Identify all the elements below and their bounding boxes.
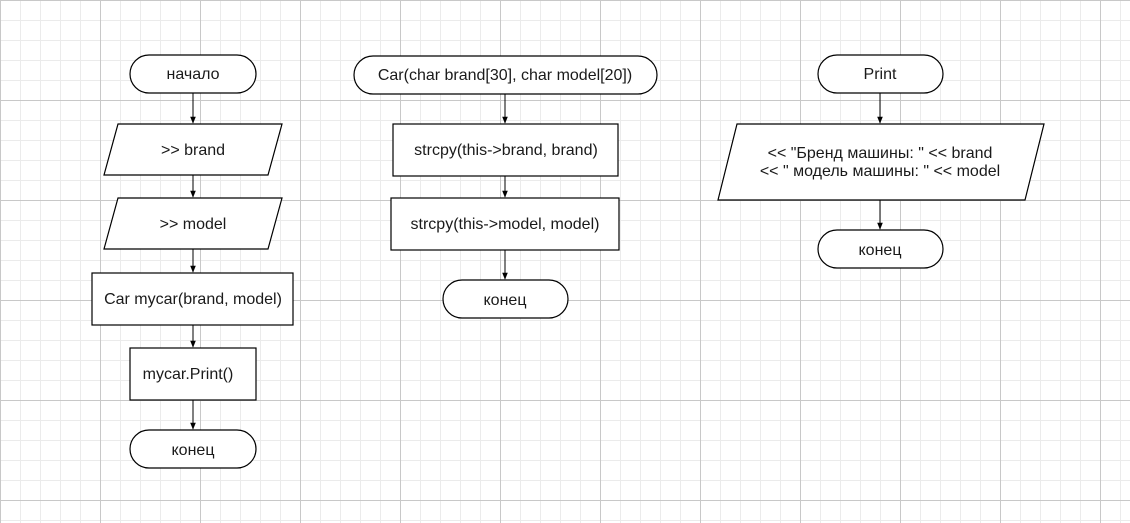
print-end-label: конец — [859, 242, 902, 259]
constructor-copy-model-label: strcpy(this->model, model) — [411, 216, 600, 233]
main-input-model-parallelogram[interactable]: >> model — [103, 197, 283, 250]
print-start-label: Print — [864, 66, 897, 83]
print-start-terminal[interactable]: Print — [817, 54, 944, 94]
main-call-print-label: mycar.Print() — [143, 366, 234, 383]
main-call-print-process[interactable]: mycar.Print() — [129, 347, 257, 401]
main-create-car-process[interactable]: Car mycar(brand, model) — [91, 272, 294, 326]
constructor-flowchart: Car(char brand[30], char model[20]) strc… — [353, 55, 658, 319]
constructor-end-terminal[interactable]: конец — [442, 279, 569, 319]
constructor-copy-brand-label: strcpy(this->brand, brand) — [414, 142, 598, 159]
constructor-end-label: конец — [484, 292, 527, 309]
main-input-brand-parallelogram[interactable]: >> brand — [103, 123, 283, 176]
print-output-line1: << "Бренд машины: " << brand — [768, 145, 993, 162]
constructor-copy-model-process[interactable]: strcpy(this->model, model) — [390, 197, 620, 251]
main-create-car-label: Car mycar(brand, model) — [104, 291, 282, 308]
main-input-model-label: >> model — [160, 216, 227, 233]
main-input-brand-label: >> brand — [161, 142, 225, 159]
main-end-terminal[interactable]: конец — [129, 429, 257, 469]
print-end-terminal[interactable]: конец — [817, 229, 944, 269]
main-end-label: конец — [172, 442, 215, 459]
constructor-signature-label: Car(char brand[30], char model[20]) — [378, 67, 632, 84]
main-start-label: начало — [166, 66, 219, 83]
print-output-parallelogram[interactable]: << "Бренд машины: " << brand << " модель… — [717, 123, 1045, 201]
main-start-terminal[interactable]: начало — [129, 54, 257, 94]
constructor-copy-brand-process[interactable]: strcpy(this->brand, brand) — [392, 123, 619, 177]
main-flowchart: начало >> brand >> model Car mycar(brand… — [91, 54, 294, 469]
print-flowchart: Print << "Бренд машины: " << brand << " … — [717, 54, 1045, 269]
print-output-line2: << " модель машины: " << model — [760, 163, 1000, 180]
constructor-start-terminal[interactable]: Car(char brand[30], char model[20]) — [353, 55, 658, 95]
